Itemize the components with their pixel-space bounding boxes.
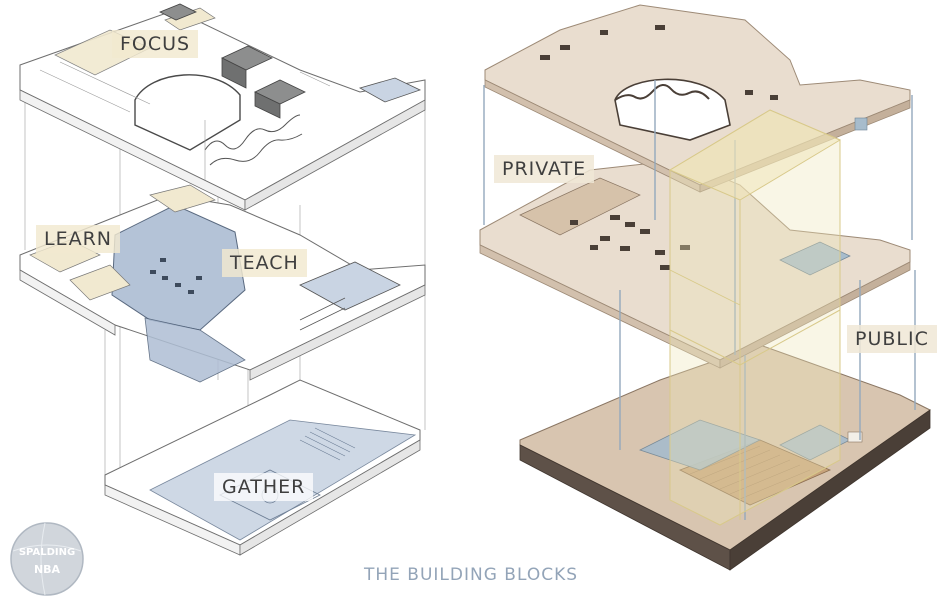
logo-spalding-text: SPALDING [19,547,75,558]
right-ground-floor [519,344,931,571]
gather-floor [104,379,421,556]
right-middle-floor [479,159,911,369]
focus-floor [19,3,426,211]
label-focus: FOCUS [112,30,199,58]
label-learn: LEARN [36,225,121,253]
label-public: PUBLIC [847,325,937,353]
spalding-nba-logo: SPALDING NBA [10,522,84,596]
label-private: PRIVATE [494,155,595,183]
learn-teach-floor [19,184,426,383]
label-teach: TEACH [222,249,307,277]
right-column-lines [483,80,916,520]
public-glass-volume [668,109,842,526]
right-axonometric-stack [479,4,931,571]
logo-nba-text: NBA [34,563,61,576]
label-gather: GATHER [214,473,314,501]
page-title: THE BUILDING BLOCKS [363,565,579,585]
